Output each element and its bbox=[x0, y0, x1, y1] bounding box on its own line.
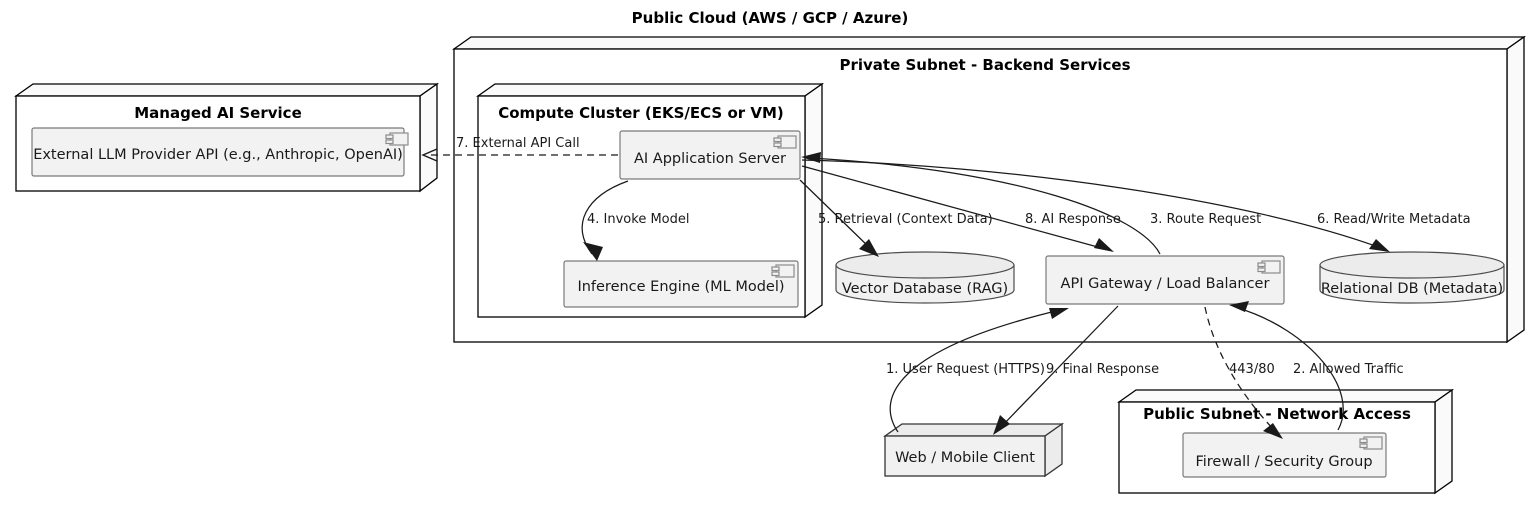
vector-database-label: Vector Database (RAG) bbox=[842, 281, 1008, 297]
edge-2-line bbox=[1237, 307, 1344, 431]
vector-database-node[interactable]: Vector Database (RAG) bbox=[835, 251, 1015, 304]
public-subnet-top-face bbox=[1116, 389, 1455, 403]
compute-cluster-title: Compute Cluster (EKS/ECS or VM) bbox=[498, 104, 784, 122]
web-client-label: Web / Mobile Client bbox=[895, 450, 1035, 466]
external-llm-label: External LLM Provider API (e.g., Anthrop… bbox=[33, 147, 403, 163]
edge-read-write-metadata: 6. Read/Write Metadata bbox=[801, 159, 1471, 252]
edge-5-arrowhead bbox=[859, 239, 879, 257]
edge-10-arrowhead bbox=[1263, 423, 1283, 439]
edge-2-arrowhead bbox=[1229, 301, 1249, 312]
public-cloud-title: Public Cloud (AWS / GCP / Azure) bbox=[632, 9, 909, 27]
firewall-box bbox=[1182, 432, 1387, 478]
external-llm-box bbox=[31, 127, 405, 177]
edge-1-label: 1. User Request (HTTPS) bbox=[886, 362, 1045, 377]
edge-7-arrowhead bbox=[421, 148, 438, 162]
api-gateway-box bbox=[1045, 255, 1285, 305]
public-subnet-title: Public Subnet - Network Access bbox=[1143, 405, 1411, 423]
private-subnet-side-face bbox=[1506, 35, 1525, 344]
edge-1-arrowhead bbox=[1049, 308, 1069, 319]
external-llm-component[interactable]: External LLM Provider API (e.g., Anthrop… bbox=[31, 127, 409, 177]
edge-9-label: 9. Final Response bbox=[1046, 362, 1159, 377]
inference-engine-box bbox=[563, 260, 799, 308]
ai-app-server-component[interactable]: AI Application Server bbox=[619, 130, 801, 180]
edge-9-arrowhead bbox=[993, 415, 1010, 435]
edge-4-arrowhead bbox=[583, 242, 603, 261]
inference-engine-component[interactable]: Inference Engine (ML Model) bbox=[563, 260, 799, 308]
edge-10-label: 443/80 bbox=[1229, 362, 1275, 377]
edge-6-line bbox=[801, 159, 1382, 249]
edge-8-arrowhead bbox=[1094, 238, 1114, 252]
edge-8-label: 8. AI Response bbox=[1025, 212, 1121, 227]
edge-6-arrowhead bbox=[1369, 239, 1390, 252]
web-client-front-face bbox=[884, 435, 1046, 477]
public-subnet-node[interactable]: Public Subnet - Network Access Firewall … bbox=[1116, 388, 1455, 495]
edge-ports: 443/80 bbox=[1204, 306, 1283, 439]
api-gateway-component[interactable]: API Gateway / Load Balancer bbox=[1045, 255, 1285, 305]
edge-10-line bbox=[1204, 306, 1277, 433]
ai-app-server-label: AI Application Server bbox=[634, 151, 786, 167]
edge-user-request: 1. User Request (HTTPS) bbox=[886, 308, 1069, 433]
edge-5-label: 5. Retrieval (Context Data) bbox=[818, 212, 993, 227]
compute-cluster-side-face bbox=[804, 82, 823, 319]
inference-engine-label: Inference Engine (ML Model) bbox=[577, 279, 784, 295]
firewall-component[interactable]: Firewall / Security Group bbox=[1182, 432, 1387, 478]
uml-component-icon bbox=[1359, 436, 1383, 450]
uml-component-icon bbox=[1257, 260, 1281, 274]
managed-ai-service-title: Managed AI Service bbox=[134, 104, 302, 122]
edge-3-line bbox=[809, 157, 1161, 255]
web-mobile-client-node[interactable]: Web / Mobile Client bbox=[882, 422, 1065, 478]
edge-final-response: 9. Final Response bbox=[993, 305, 1159, 435]
ai-app-server-box bbox=[619, 130, 801, 180]
edge-4-label: 4. Invoke Model bbox=[587, 212, 689, 227]
edge-9-line bbox=[999, 305, 1119, 429]
compute-cluster-top-face bbox=[475, 83, 825, 97]
edge-7-label: 7. External API Call bbox=[456, 136, 580, 151]
managed-ai-service-side-face bbox=[419, 82, 438, 193]
api-gateway-label: API Gateway / Load Balancer bbox=[1061, 276, 1270, 292]
edge-ai-response: 8. AI Response bbox=[801, 165, 1121, 252]
private-subnet-title: Private Subnet - Backend Services bbox=[839, 56, 1130, 74]
vector-database-top bbox=[835, 251, 1015, 279]
uml-component-icon bbox=[385, 132, 409, 146]
edge-2-label: 2. Allowed Traffic bbox=[1293, 362, 1404, 377]
web-client-top-face bbox=[882, 423, 1065, 437]
edge-3-label: 3. Route Request bbox=[1150, 212, 1261, 227]
edge-retrieval: 5. Retrieval (Context Data) bbox=[799, 179, 993, 257]
edge-6-label: 6. Read/Write Metadata bbox=[1317, 212, 1471, 227]
uml-component-icon bbox=[773, 135, 797, 149]
edge-invoke-model: 4. Invoke Model bbox=[581, 180, 689, 261]
relational-database-label: Relational DB (Metadata) bbox=[1321, 281, 1503, 297]
managed-ai-service-node[interactable]: Managed AI Service External LLM Provider… bbox=[13, 82, 440, 193]
edge-8-line bbox=[801, 165, 1106, 250]
edge-external-api-call: 7. External API Call bbox=[421, 136, 618, 162]
firewall-label: Firewall / Security Group bbox=[1195, 454, 1372, 470]
edge-allowed-traffic: 2. Allowed Traffic bbox=[1229, 301, 1404, 431]
managed-ai-service-top-face bbox=[13, 83, 440, 97]
private-subnet-top-face bbox=[451, 36, 1527, 50]
relational-database-node[interactable]: Relational DB (Metadata) bbox=[1319, 251, 1505, 304]
relational-database-top bbox=[1319, 251, 1505, 279]
edge-1-line bbox=[889, 309, 1061, 433]
public-subnet-side-face bbox=[1434, 388, 1453, 495]
uml-component-icon bbox=[771, 264, 795, 278]
edge-5-line bbox=[799, 179, 873, 251]
